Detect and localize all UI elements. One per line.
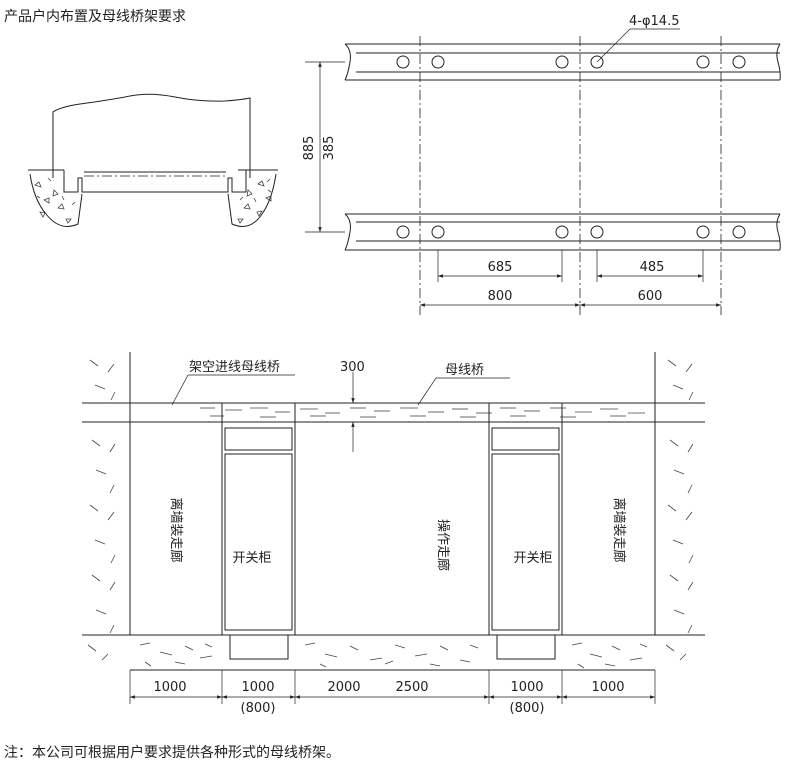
dim-op-2000: 2000 (327, 680, 360, 695)
dim-right-cabinet-alt: (800) (510, 701, 545, 716)
dim-op-2500: 2500 (395, 680, 428, 695)
bolt-holes (396, 55, 746, 239)
cabinet-left-label: 开关柜 (232, 551, 271, 566)
right-wall-hatch (665, 359, 694, 661)
room-section (82, 352, 705, 704)
dim-685: 685 (488, 260, 513, 275)
dim-885: 885 (302, 136, 317, 161)
floor-hatch (139, 642, 648, 669)
left-wall-hatch (87, 359, 116, 661)
bus-bridge-label: 母线桥 (445, 363, 484, 378)
operation-corridor-label: 操作走廊 (435, 519, 451, 571)
bus-bridge-hatch (200, 407, 645, 418)
foundation-section (28, 93, 278, 227)
dim-800: 800 (488, 289, 513, 304)
overhead-bus-label: 架空进线母线桥 (189, 360, 280, 375)
dim-right-corridor: 1000 (591, 680, 624, 695)
dim-485: 485 (640, 260, 665, 275)
dim-right-cabinet: 1000 (510, 680, 543, 695)
channel-plan (305, 28, 781, 315)
corridor-right-label: 离墙装走廊 (611, 497, 627, 562)
dim-left-corridor: 1000 (153, 680, 186, 695)
dim-left-cabinet: 1000 (241, 680, 274, 695)
cabinet-right-label: 开关柜 (513, 551, 552, 566)
dim-300: 300 (340, 360, 365, 375)
corridor-left-label: 离墙装走廊 (168, 497, 184, 562)
dim-left-cabinet-alt: (800) (241, 701, 276, 716)
dim-600: 600 (638, 289, 663, 304)
hole-spec-label: 4-φ14.5 (629, 14, 679, 29)
page-heading: 产品户内布置及母线桥架要求 (4, 9, 186, 25)
dim-385: 385 (322, 136, 337, 161)
footnote: 注：本公司可根据用户要求提供各种形式的母线桥架。 (4, 745, 340, 761)
